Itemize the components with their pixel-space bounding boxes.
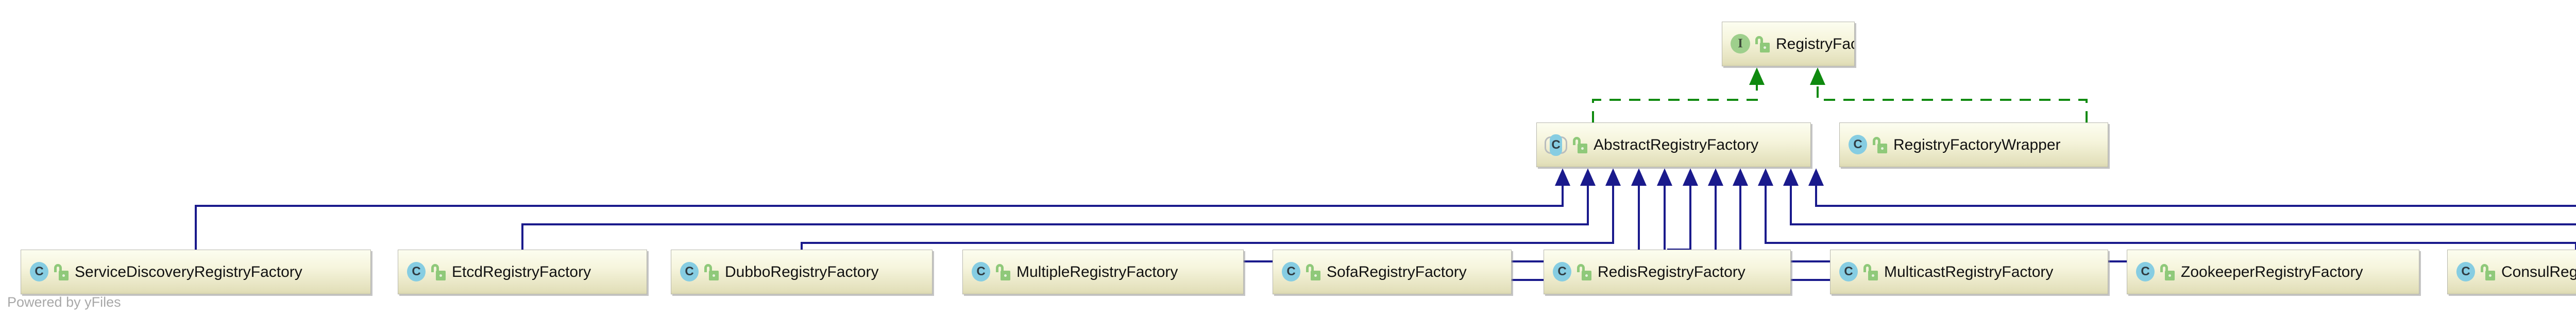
node-label: SofaRegistryFactory bbox=[1327, 263, 1467, 280]
class-c-icon bbox=[1847, 134, 1869, 156]
inheritance-edge-5 bbox=[1667, 185, 1691, 251]
public-unlock-icon bbox=[1863, 263, 1878, 280]
inheritance-arrowhead-5 bbox=[1683, 168, 1698, 186]
inheritance-edge-10 bbox=[1815, 185, 2576, 207]
uml-node-sub-1-etcdregistryfactory[interactable]: EtcdRegistryFactory bbox=[398, 250, 647, 294]
node-label: RegistryFactory bbox=[1776, 35, 1854, 52]
class-c-icon bbox=[28, 261, 50, 283]
node-label: ServiceDiscoveryRegistryFactory bbox=[75, 263, 302, 280]
public-unlock-icon bbox=[1306, 263, 1320, 280]
public-unlock-icon bbox=[54, 263, 69, 280]
node-label: MultipleRegistryFactory bbox=[1016, 263, 1178, 280]
class-c-icon bbox=[970, 261, 992, 283]
node-label: RedisRegistryFactory bbox=[1598, 263, 1745, 280]
uml-node-registryfactory[interactable]: RegistryFactory bbox=[1722, 22, 1855, 66]
interface-i-icon bbox=[1730, 33, 1751, 55]
uml-node-sub-4-sofaregistryfactory[interactable]: SofaRegistryFactory bbox=[1273, 250, 1512, 294]
public-unlock-icon bbox=[1873, 136, 1887, 153]
inheritance-arrowhead-2 bbox=[1605, 168, 1621, 186]
yfiles-credit-label: Powered by yFiles bbox=[7, 294, 121, 310]
inheritance-arrowhead-10 bbox=[1808, 168, 1824, 186]
class-c-icon bbox=[2134, 261, 2156, 283]
node-label: ZookeeperRegistryFactory bbox=[2181, 263, 2363, 280]
class-c-icon bbox=[1280, 261, 1302, 283]
class-c-icon bbox=[2455, 261, 2477, 283]
inheritance-arrowhead-9 bbox=[1783, 168, 1799, 186]
uml-node-sub-8-consulregistryfactory[interactable]: ConsulRegistryFactory bbox=[2447, 250, 2576, 294]
public-unlock-icon bbox=[1573, 136, 1587, 153]
realization-arrowhead-1 bbox=[1810, 67, 1825, 85]
realization-edge-1 bbox=[1817, 84, 2088, 122]
inheritance-edge-2 bbox=[801, 185, 1614, 250]
public-unlock-icon bbox=[996, 263, 1010, 280]
abstract-class-c-icon: C bbox=[1544, 134, 1568, 156]
inheritance-edge-8 bbox=[1765, 185, 2576, 250]
uml-node-sub-7-zookeeperregistryfactory[interactable]: ZookeeperRegistryFactory bbox=[2127, 250, 2419, 294]
inheritance-edge-0 bbox=[195, 185, 1564, 250]
node-label: ConsulRegistryFactory bbox=[2501, 263, 2576, 280]
realization-edge-0 bbox=[1592, 84, 1758, 122]
inheritance-arrowhead-7 bbox=[1733, 168, 1748, 186]
public-unlock-icon bbox=[704, 263, 719, 280]
class-c-icon bbox=[405, 261, 427, 283]
uml-node-sub-3-multipleregistryfactory[interactable]: MultipleRegistryFactory bbox=[962, 250, 1244, 294]
inheritance-arrowhead-3 bbox=[1631, 168, 1647, 186]
public-unlock-icon bbox=[1577, 263, 1591, 280]
public-unlock-icon bbox=[431, 263, 446, 280]
uml-node-sub-6-multicastregistryfactory[interactable]: MulticastRegistryFactory bbox=[1830, 250, 2108, 294]
uml-node-abstractregistryfactory[interactable]: C AbstractRegistryFactory bbox=[1536, 122, 1811, 167]
class-c-icon bbox=[1838, 261, 1859, 283]
uml-node-sub-0-servicediscoveryregistryfactory[interactable]: ServiceDiscoveryRegistryFactory bbox=[21, 250, 371, 294]
node-label: RegistryFactoryWrapper bbox=[1893, 136, 2061, 153]
public-unlock-icon bbox=[2481, 263, 2495, 280]
class-c-icon bbox=[1551, 261, 1573, 283]
uml-node-registryfactorywrapper[interactable]: RegistryFactoryWrapper bbox=[1839, 122, 2108, 167]
uml-node-sub-5-redisregistryfactory[interactable]: RedisRegistryFactory bbox=[1544, 250, 1791, 294]
node-label: EtcdRegistryFactory bbox=[452, 263, 591, 280]
node-label: AbstractRegistryFactory bbox=[1594, 136, 1759, 153]
inheritance-arrowhead-1 bbox=[1580, 168, 1596, 186]
node-label: DubboRegistryFactory bbox=[725, 263, 879, 280]
uml-node-sub-2-dubboregistryfactory[interactable]: DubboRegistryFactory bbox=[671, 250, 933, 294]
inheritance-arrowhead-4 bbox=[1657, 168, 1672, 186]
public-unlock-icon bbox=[1755, 36, 1770, 52]
node-label: MulticastRegistryFactory bbox=[1884, 263, 2054, 280]
class-c-icon bbox=[679, 261, 700, 283]
realization-arrowhead-0 bbox=[1749, 67, 1765, 85]
inheritance-arrowhead-6 bbox=[1708, 168, 1723, 186]
inheritance-edge-1 bbox=[521, 185, 1589, 250]
public-unlock-icon bbox=[2160, 263, 2175, 280]
inheritance-edge-9 bbox=[1790, 185, 2576, 225]
inheritance-arrowhead-0 bbox=[1555, 168, 1570, 186]
inheritance-arrowhead-8 bbox=[1758, 168, 1773, 186]
